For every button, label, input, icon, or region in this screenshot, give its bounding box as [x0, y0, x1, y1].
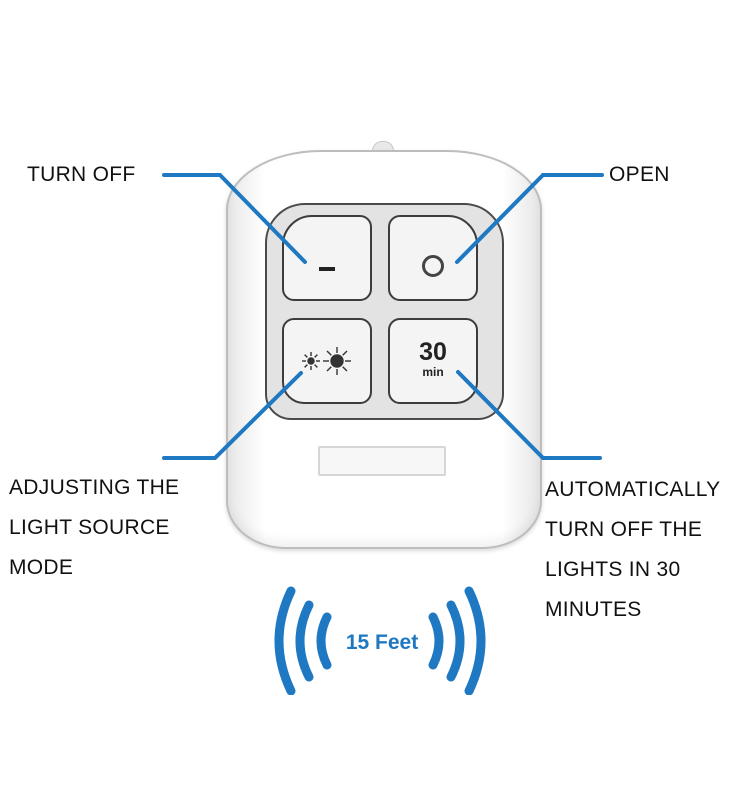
turn-off-label: TURN OFF: [27, 155, 136, 195]
adjust-mode-label: ADJUSTING THE LIGHT SOURCE MODE: [9, 468, 179, 588]
timer-30-min-button[interactable]: 30 min: [388, 318, 478, 404]
open-text: OPEN: [609, 163, 670, 186]
remote-slot: [318, 446, 446, 476]
brightness-icon: [302, 347, 351, 375]
auto-off-line-4: MINUTES: [545, 598, 642, 621]
adjust-mode-line-2: LIGHT SOURCE: [9, 516, 170, 539]
turn-off-button[interactable]: [282, 215, 372, 301]
range-label: 15 Feet: [345, 631, 419, 654]
auto-off-line-3: LIGHTS IN 30: [545, 558, 681, 581]
turn-off-text: TURN OFF: [27, 163, 136, 186]
auto-off-line-2: TURN OFF THE: [545, 518, 703, 541]
auto-off-line-1: AUTOMATICALLY: [545, 478, 721, 501]
adjust-mode-line-1: ADJUSTING THE: [9, 476, 180, 499]
wireless-signal-icon: [274, 586, 486, 695]
timer-unit: min: [422, 365, 444, 379]
minus-icon: [319, 267, 335, 271]
auto-off-label: AUTOMATICALLY TURN OFF THE LIGHTS IN 30 …: [545, 470, 720, 630]
light-mode-button[interactable]: [282, 318, 372, 404]
adjust-mode-line-3: MODE: [9, 556, 74, 579]
circle-icon: [422, 255, 444, 277]
open-button[interactable]: [388, 215, 478, 301]
open-label: OPEN: [609, 155, 670, 195]
timer-number: 30: [419, 338, 447, 366]
